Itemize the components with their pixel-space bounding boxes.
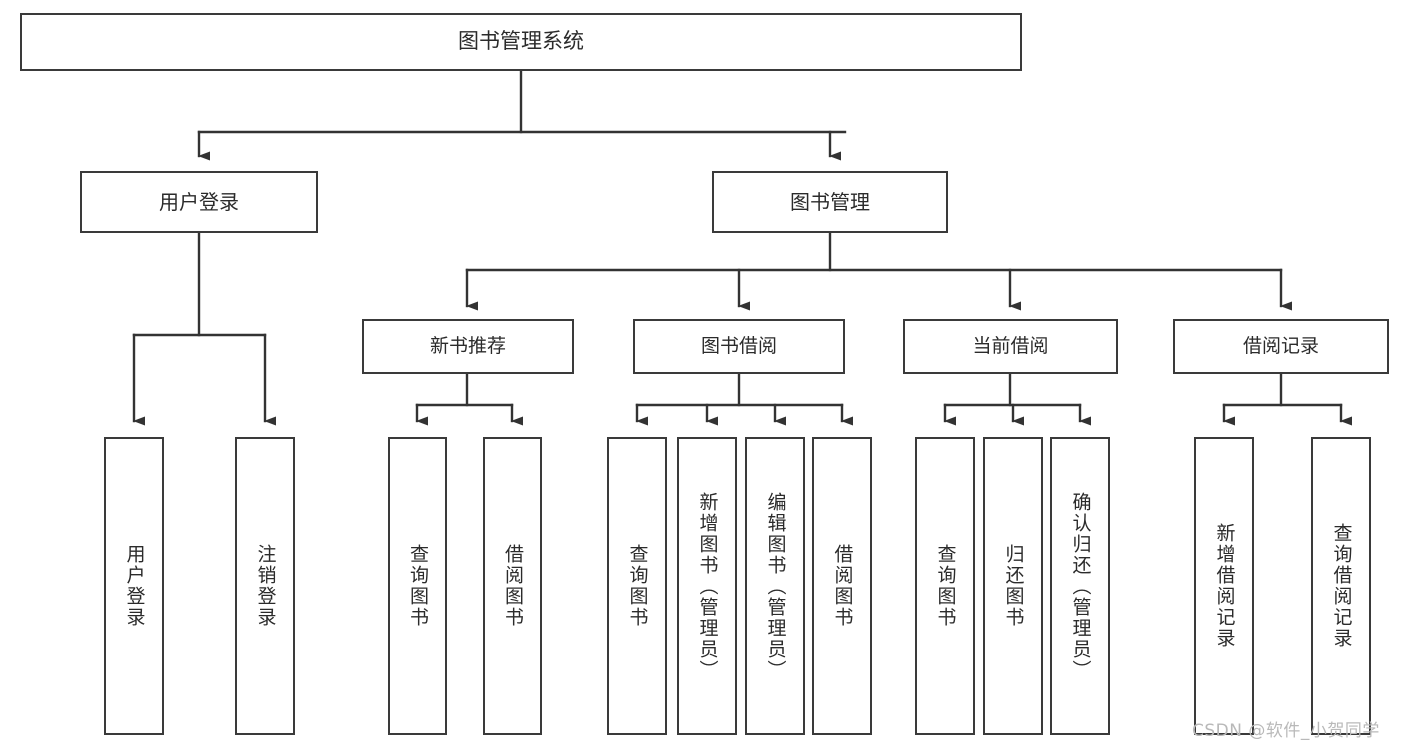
watermark-text: CSDN @软件_小贺同学 (1192, 721, 1380, 741)
node-user-login[interactable]: 用户登录 (80, 171, 318, 233)
leaf-borrow-record-add[interactable]: 新增借阅记录 (1194, 437, 1254, 735)
node-label: 当前借阅 (972, 334, 1049, 357)
node-label: 查询图书 (626, 544, 649, 628)
node-label: 查询图书 (407, 544, 429, 628)
node-label: 确认归还（管理员） (1069, 491, 1092, 681)
node-label: 借阅图书 (831, 544, 854, 628)
leaf-current-borrow-confirm-return[interactable]: 确认归还（管理员） (1050, 437, 1110, 735)
node-label: 图书管理系统 (458, 29, 584, 54)
node-label: 新增借阅记录 (1213, 523, 1236, 649)
node-label: 注销登录 (254, 544, 277, 628)
leaf-book-borrow-borrow[interactable]: 借阅图书 (812, 437, 872, 735)
node-label: 查询借阅记录 (1330, 523, 1353, 649)
node-label: 借阅记录 (1242, 334, 1319, 357)
node-label: 查询图书 (934, 544, 957, 628)
node-borrow-record[interactable]: 借阅记录 (1173, 319, 1389, 374)
leaf-borrow-record-query[interactable]: 查询借阅记录 (1311, 437, 1371, 735)
node-label: 图书借阅 (700, 334, 777, 357)
node-label: 新增图书（管理员） (696, 491, 719, 681)
node-current-borrow[interactable]: 当前借阅 (903, 319, 1118, 374)
node-label: 用户登录 (123, 544, 146, 628)
node-book-borrow[interactable]: 图书借阅 (633, 319, 845, 374)
node-new-book-recommend[interactable]: 新书推荐 (362, 319, 574, 374)
leaf-current-borrow-query[interactable]: 查询图书 (915, 437, 975, 735)
leaf-user-login-logout[interactable]: 注销登录 (235, 437, 295, 735)
node-label: 编辑图书（管理员） (764, 491, 787, 681)
leaf-current-borrow-return[interactable]: 归还图书 (983, 437, 1043, 735)
node-label: 用户登录 (159, 189, 239, 214)
node-label: 归还图书 (1002, 544, 1025, 628)
leaf-new-book-borrow[interactable]: 借阅图书 (483, 437, 542, 735)
leaf-book-borrow-add[interactable]: 新增图书（管理员） (677, 437, 737, 735)
node-book-management[interactable]: 图书管理 (712, 171, 948, 233)
node-root-system[interactable]: 图书管理系统 (20, 13, 1022, 71)
leaf-book-borrow-query[interactable]: 查询图书 (607, 437, 667, 735)
leaf-book-borrow-edit[interactable]: 编辑图书（管理员） (745, 437, 805, 735)
node-label: 新书推荐 (429, 334, 506, 357)
leaf-new-book-query[interactable]: 查询图书 (388, 437, 447, 735)
leaf-user-login-login[interactable]: 用户登录 (104, 437, 164, 735)
node-label: 借阅图书 (502, 544, 524, 628)
node-label: 图书管理 (790, 189, 870, 214)
